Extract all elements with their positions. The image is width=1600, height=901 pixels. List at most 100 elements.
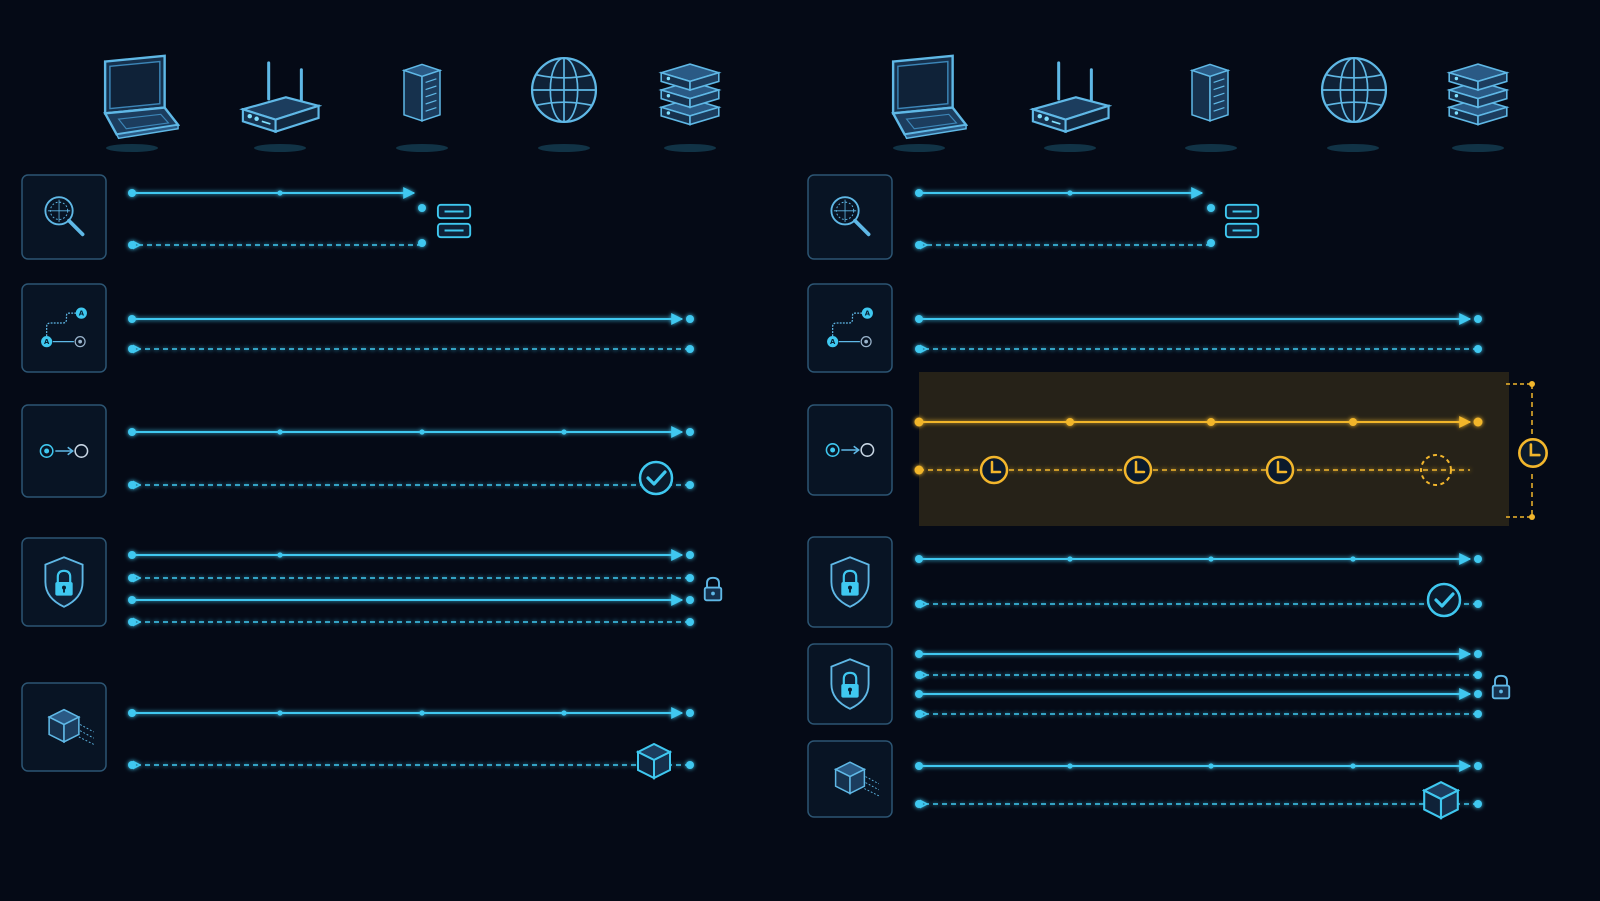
database-stack-icon — [1448, 63, 1508, 126]
message-hop-dot — [277, 190, 283, 196]
message-endpoint-dot — [1474, 800, 1482, 808]
participant-base-glow — [1452, 144, 1504, 152]
message-endpoint-dot — [914, 465, 924, 475]
globe-icon — [1320, 56, 1388, 124]
participant-base-glow — [1327, 144, 1379, 152]
success-check-icon — [1426, 582, 1462, 618]
participant-base-glow — [254, 144, 306, 152]
message-endpoint-dot — [128, 428, 136, 436]
message-endpoint-dot — [1474, 600, 1482, 608]
message-hop-dot — [1067, 190, 1073, 196]
message-endpoint-dot — [686, 596, 694, 604]
message-endpoint-dot — [915, 555, 923, 563]
router-icon — [1031, 61, 1111, 134]
message-endpoint-dot — [128, 618, 136, 626]
message-endpoint-dot — [418, 204, 426, 212]
participant-base-glow — [664, 144, 716, 152]
message-endpoint-dot — [128, 481, 136, 489]
message-hop-dot — [561, 710, 567, 716]
message-endpoint-dot — [915, 710, 923, 718]
dns-record-icon — [1224, 203, 1260, 239]
data-cube-icon — [1423, 781, 1459, 819]
message-endpoint-dot — [686, 709, 694, 717]
message-endpoint-dot — [128, 709, 136, 717]
message-endpoint-dot — [1474, 555, 1482, 563]
message-hop-dot — [1349, 418, 1357, 426]
padlock-icon — [703, 576, 723, 602]
step-panel — [21, 283, 107, 373]
message-endpoint-dot — [1473, 417, 1483, 427]
message-hop-dot — [419, 710, 425, 716]
message-endpoint-dot — [686, 574, 694, 582]
message-endpoint-dot — [686, 428, 694, 436]
message-endpoint-dot — [1474, 710, 1482, 718]
data-cube-icon — [637, 743, 671, 779]
laptop-icon — [891, 54, 968, 140]
database-stack-icon — [660, 63, 720, 126]
message-hop-dot — [1207, 418, 1215, 426]
step-panel — [21, 174, 107, 260]
message-endpoint-dot — [128, 315, 136, 323]
participant-base-glow — [1044, 144, 1096, 152]
message-hop-dot — [1067, 763, 1073, 769]
laptop-icon — [103, 54, 180, 140]
message-endpoint-dot — [686, 315, 694, 323]
message-endpoint-dot — [915, 800, 923, 808]
message-hop-dot — [277, 552, 283, 558]
participant-base-glow — [396, 144, 448, 152]
message-hop-dot — [277, 710, 283, 716]
router-icon — [241, 61, 321, 134]
timeout-clock-icon — [1518, 438, 1548, 468]
participant-base-glow — [1185, 144, 1237, 152]
message-endpoint-dot — [1474, 345, 1482, 353]
message-endpoint-dot — [128, 574, 136, 582]
message-endpoint-dot — [915, 189, 923, 197]
success-check-icon — [638, 460, 674, 496]
globe-icon — [530, 56, 598, 124]
message-endpoint-dot — [915, 762, 923, 770]
message-hop-dot — [1350, 556, 1356, 562]
message-endpoint-dot — [1474, 690, 1482, 698]
diagram-before — [21, 54, 723, 779]
timeout-clock-icon — [1265, 455, 1295, 485]
timeout-highlight-band — [919, 372, 1509, 526]
message-endpoint-dot — [128, 241, 136, 249]
timeout-clock-icon — [1123, 455, 1153, 485]
participant-base-glow — [893, 144, 945, 152]
message-endpoint-dot — [128, 761, 136, 769]
server-icon — [1190, 63, 1230, 122]
message-hop-dot — [277, 429, 283, 435]
padlock-icon — [1491, 674, 1511, 700]
message-endpoint-dot — [686, 761, 694, 769]
message-endpoint-dot — [1207, 204, 1215, 212]
participant-base-glow — [538, 144, 590, 152]
message-hop-dot — [1208, 556, 1214, 562]
message-endpoint-dot — [686, 551, 694, 559]
message-endpoint-dot — [418, 239, 426, 247]
message-endpoint-dot — [686, 618, 694, 626]
message-endpoint-dot — [915, 241, 923, 249]
participant-base-glow — [106, 144, 158, 152]
server-icon — [402, 63, 442, 122]
message-hop-dot — [561, 429, 567, 435]
message-endpoint-dot — [128, 189, 136, 197]
step-panel — [807, 283, 893, 373]
message-endpoint-dot — [128, 596, 136, 604]
message-hop-dot — [1067, 556, 1073, 562]
message-hop-dot — [1066, 418, 1074, 426]
message-endpoint-dot — [686, 345, 694, 353]
timeout-clock-icon — [979, 455, 1009, 485]
dns-record-icon — [436, 203, 472, 239]
message-endpoint-dot — [686, 481, 694, 489]
message-endpoint-dot — [915, 671, 923, 679]
message-endpoint-dot — [915, 315, 923, 323]
message-endpoint-dot — [1474, 315, 1482, 323]
message-endpoint-dot — [1207, 239, 1215, 247]
message-hop-dot — [1350, 763, 1356, 769]
message-endpoint-dot — [915, 600, 923, 608]
message-hop-dot — [1208, 763, 1214, 769]
message-endpoint-dot — [1474, 671, 1482, 679]
message-endpoint-dot — [1474, 650, 1482, 658]
diagram-after — [807, 54, 1552, 819]
